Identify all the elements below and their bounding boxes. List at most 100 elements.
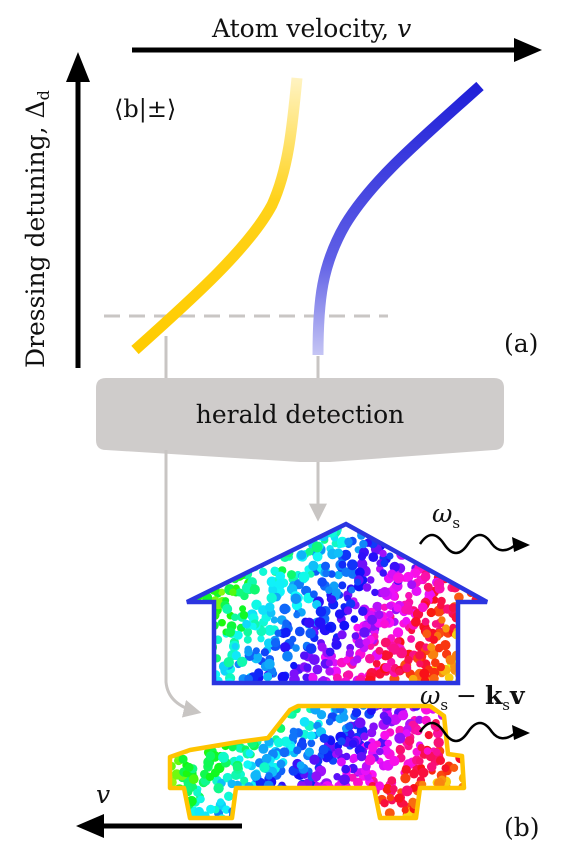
house-atom <box>325 586 333 594</box>
house-atom <box>198 613 207 623</box>
house-atom <box>242 558 251 568</box>
house-atom <box>415 548 425 559</box>
car-atom <box>186 715 195 724</box>
house-atom <box>423 582 433 592</box>
car-atom <box>320 813 328 818</box>
house-atom <box>260 524 271 534</box>
house-atom <box>425 557 436 568</box>
house-atom <box>355 567 365 578</box>
house-atom <box>407 539 418 550</box>
house-atom <box>320 524 330 530</box>
car-atom <box>298 792 306 800</box>
house-atom <box>427 643 436 652</box>
car-atom <box>270 809 280 818</box>
house-atom <box>282 651 293 662</box>
house-atom <box>220 531 231 542</box>
car-atom <box>376 747 384 756</box>
house-atom <box>219 533 229 543</box>
car-atom <box>253 802 265 814</box>
car-atom <box>442 800 454 812</box>
house-atom <box>441 624 450 633</box>
house-atom <box>277 526 286 534</box>
house-atom <box>444 673 454 683</box>
house-atom <box>197 647 206 655</box>
car-atom <box>250 801 259 810</box>
car-atom <box>433 796 444 808</box>
car-atom <box>241 811 249 818</box>
house-atom <box>254 668 264 678</box>
house-atom <box>206 535 217 545</box>
house-atom <box>327 595 337 604</box>
house-atom <box>300 651 309 660</box>
house-atom <box>219 552 228 561</box>
house-atom <box>259 567 268 577</box>
house-atom <box>268 585 278 595</box>
house-atom <box>228 541 239 552</box>
house-atom <box>467 650 475 659</box>
car-atom <box>325 811 337 818</box>
house-atom <box>239 610 249 620</box>
house-atom <box>482 555 487 564</box>
house-atom <box>241 582 253 594</box>
car-atom <box>170 814 181 818</box>
car-atom <box>261 753 272 764</box>
house-atom <box>195 627 204 635</box>
house-atom <box>345 648 354 658</box>
house-atom <box>373 524 382 531</box>
car-atom <box>307 739 316 748</box>
car-atom <box>248 806 256 814</box>
house-atom <box>253 652 263 662</box>
house-atom <box>426 607 436 618</box>
house-atom <box>243 635 252 644</box>
car-atom <box>296 815 304 818</box>
house-atom <box>423 552 433 561</box>
car-atom <box>235 724 244 733</box>
car-atom <box>395 725 405 736</box>
house-atom <box>260 648 269 657</box>
car-atom <box>197 712 207 722</box>
house-atom <box>465 659 476 669</box>
car-atom <box>436 756 445 765</box>
car-atom <box>178 754 188 764</box>
car-atom <box>255 807 267 818</box>
car-atom <box>457 716 464 726</box>
car-atom <box>226 719 234 727</box>
house-atom <box>476 586 484 594</box>
house-atom <box>471 553 479 561</box>
house-atom <box>187 554 199 566</box>
car-emission-label: ωs − ksv <box>420 681 526 714</box>
car-atom <box>431 792 440 801</box>
car-atom <box>314 810 325 818</box>
car-atom <box>344 806 353 816</box>
car-atom <box>194 806 205 817</box>
house-atom <box>437 596 446 606</box>
car-atom <box>380 799 389 808</box>
state-label: ⟨b|±⟩ <box>114 95 176 124</box>
house-atom <box>231 642 239 650</box>
car-outline <box>167 703 467 821</box>
car-atom <box>449 712 460 723</box>
house-atom <box>404 534 415 545</box>
car-atom <box>230 706 240 712</box>
house-atom <box>325 667 334 676</box>
car-atom <box>265 812 274 818</box>
car-atom <box>235 706 247 717</box>
house-atom <box>392 627 404 638</box>
car-atom <box>343 799 351 808</box>
house-atom <box>189 645 199 654</box>
car-atom <box>184 728 192 736</box>
house-atom <box>193 653 203 663</box>
house-atom <box>438 549 448 559</box>
car-atom <box>257 791 266 800</box>
house-atom <box>187 541 191 549</box>
house-atom <box>371 588 379 597</box>
car-atom <box>345 722 354 731</box>
car-atom <box>304 747 314 757</box>
house-atom <box>187 573 195 583</box>
house-atom <box>312 551 323 562</box>
house-atom <box>411 586 422 597</box>
house-atom <box>278 529 289 541</box>
car-atom <box>441 764 450 772</box>
car-atom <box>260 706 272 717</box>
house-atom <box>478 655 487 665</box>
